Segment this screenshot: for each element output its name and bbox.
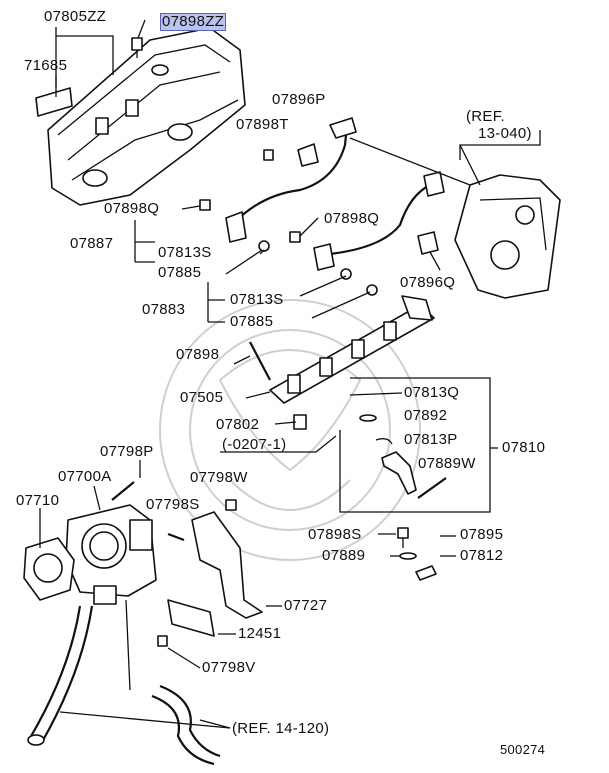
bracket-07727 <box>191 511 263 619</box>
label-07885-a: 07885 <box>158 264 202 281</box>
injector-kit-box <box>339 377 491 513</box>
label-07883: 07883 <box>142 301 186 318</box>
label-ref-13-040-b: 13-040) <box>478 125 532 142</box>
label-07813Q: 07813Q <box>404 384 460 401</box>
label-07898T: 07898T <box>236 116 289 133</box>
label-07798V: 07798V <box>202 659 256 676</box>
water-hose-right <box>159 684 221 758</box>
label-07810: 07810 <box>502 439 546 456</box>
water-hose-left <box>29 605 82 739</box>
label-07727: 07727 <box>284 597 328 614</box>
label-07898ZZ: 07898ZZ <box>160 13 227 31</box>
label-07798P: 07798P <box>100 443 154 460</box>
label-12451: 12451 <box>238 625 282 642</box>
label-07898Q-b: 07898Q <box>324 210 380 227</box>
label-07889: 07889 <box>322 547 366 564</box>
label-07887: 07887 <box>70 235 114 252</box>
fuel-rail <box>269 295 435 404</box>
label-plate <box>35 87 73 117</box>
label-07898Q-a: 07898Q <box>104 200 160 217</box>
label-07885-b: 07885 <box>230 313 274 330</box>
bolt-07898 <box>249 341 271 381</box>
label-07813S-b: 07813S <box>230 291 284 308</box>
label-07898: 07898 <box>176 346 220 363</box>
label-07896Q: 07896Q <box>400 274 456 291</box>
rocker-cover <box>47 27 246 206</box>
label-07892: 07892 <box>404 407 448 424</box>
label-07813P: 07813P <box>404 431 458 448</box>
label-07710: 07710 <box>16 492 60 509</box>
label-ref-13-040-a: (REF. <box>466 108 505 125</box>
o-ring-c <box>366 284 378 296</box>
label-date-0207: (-0207-1) <box>222 436 287 453</box>
watermark-emblem <box>159 299 421 561</box>
bolt-07898T <box>263 149 274 161</box>
label-07798S: 07798S <box>146 496 200 513</box>
part-12451 <box>167 599 215 637</box>
o-ring-a <box>258 240 270 252</box>
label-07798W: 07798W <box>190 469 248 486</box>
label-07505: 07505 <box>180 389 224 406</box>
label-07813S-a: 07813S <box>158 244 212 261</box>
bolt-07898ZZ <box>131 37 143 58</box>
injector <box>381 451 417 495</box>
engine-block <box>454 174 561 299</box>
label-07805ZZ: 07805ZZ <box>44 8 107 25</box>
label-07812: 07812 <box>460 547 504 564</box>
label-07802: 07802 <box>216 416 260 433</box>
label-07889W: 07889W <box>418 455 476 472</box>
label-07898S: 07898S <box>308 526 362 543</box>
figure-number: 500274 <box>500 742 546 757</box>
label-07895: 07895 <box>460 526 504 543</box>
throttle-body <box>65 504 157 605</box>
label-07896P: 07896P <box>272 91 326 108</box>
bolt-07898Q-a <box>199 199 211 211</box>
label-71685: 71685 <box>24 57 68 74</box>
bolt-07898Q-b <box>289 231 301 243</box>
label-07700A: 07700A <box>58 468 112 485</box>
label-ref-14-120: (REF. 14-120) <box>232 720 330 737</box>
